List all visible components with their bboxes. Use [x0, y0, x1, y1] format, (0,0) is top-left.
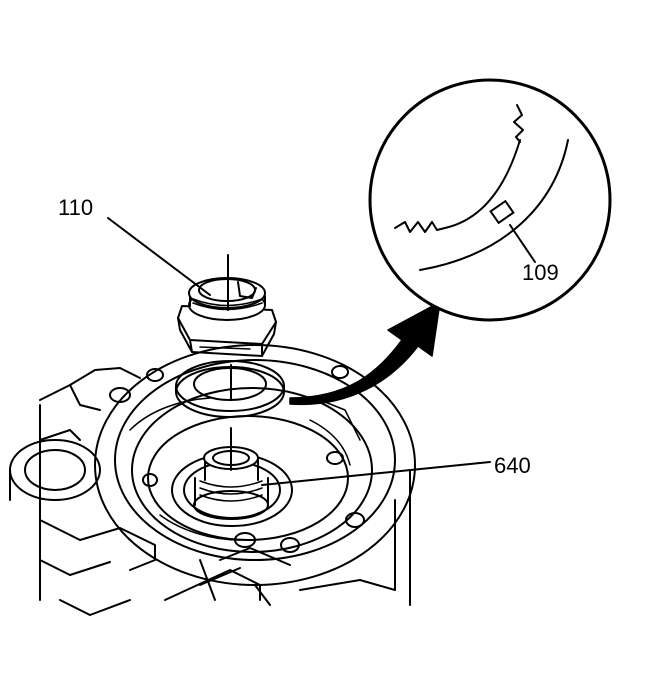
leader-line-110: [107, 217, 211, 296]
fitting-110: [177, 254, 277, 357]
callout-label-110: 110: [58, 195, 93, 220]
detail-view-circle: [368, 78, 612, 322]
callout-label-109: 109: [522, 260, 559, 285]
sealing-washer: [175, 360, 285, 418]
detail-arrow: [289, 301, 441, 406]
leader-line-109: [509, 224, 536, 263]
callout-label-640: 640: [494, 453, 531, 478]
housing-casting: [9, 344, 416, 616]
detail-marker-109: [489, 199, 515, 225]
valve-assembly-640: [171, 427, 293, 527]
leader-line-640: [261, 461, 491, 486]
